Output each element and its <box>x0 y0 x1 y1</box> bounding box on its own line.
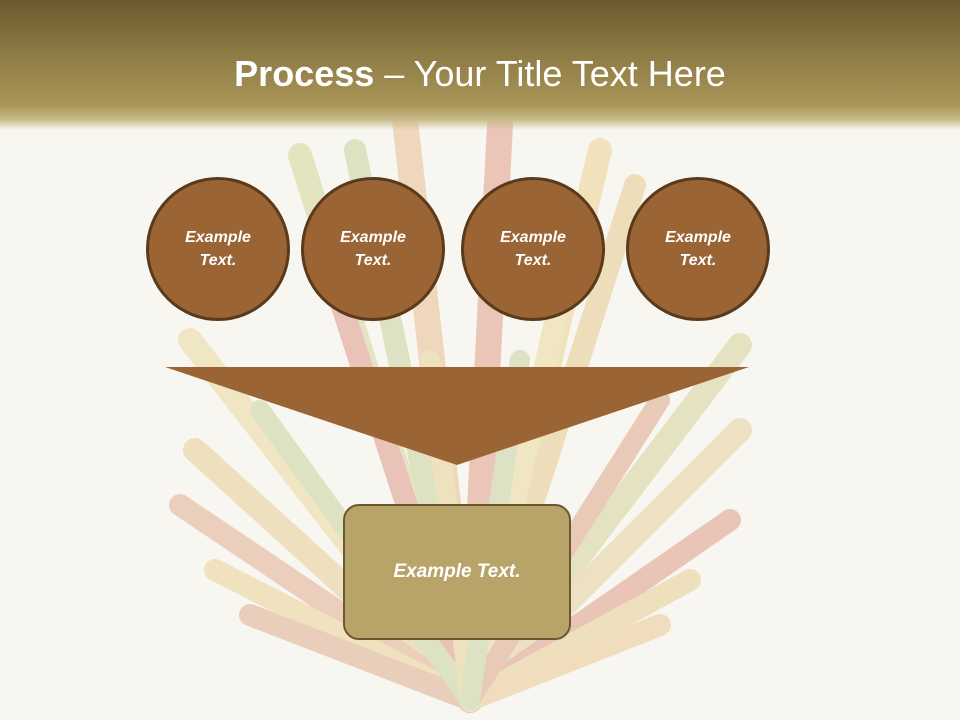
funnel-arrow <box>165 367 749 465</box>
circle-text-line1: Example <box>500 229 566 246</box>
circle-text-line2: Text. <box>514 252 552 269</box>
circle-text-line1: Example <box>185 229 251 246</box>
slide-title: Process – Your Title Text Here <box>0 52 960 96</box>
circle-text-line2: Text. <box>354 252 392 269</box>
title-bold: Process <box>234 53 375 94</box>
title-bar <box>0 0 960 130</box>
circle-text-line1: Example <box>340 229 406 246</box>
circle-text-line2: Text. <box>679 252 717 269</box>
title-rest: – Your Title Text Here <box>374 53 726 94</box>
circle-text-line1: Example <box>665 229 731 246</box>
circle-text-line2: Text. <box>199 252 237 269</box>
result-box: Example Text. <box>343 504 571 640</box>
result-box-text: Example Text. <box>393 561 521 582</box>
